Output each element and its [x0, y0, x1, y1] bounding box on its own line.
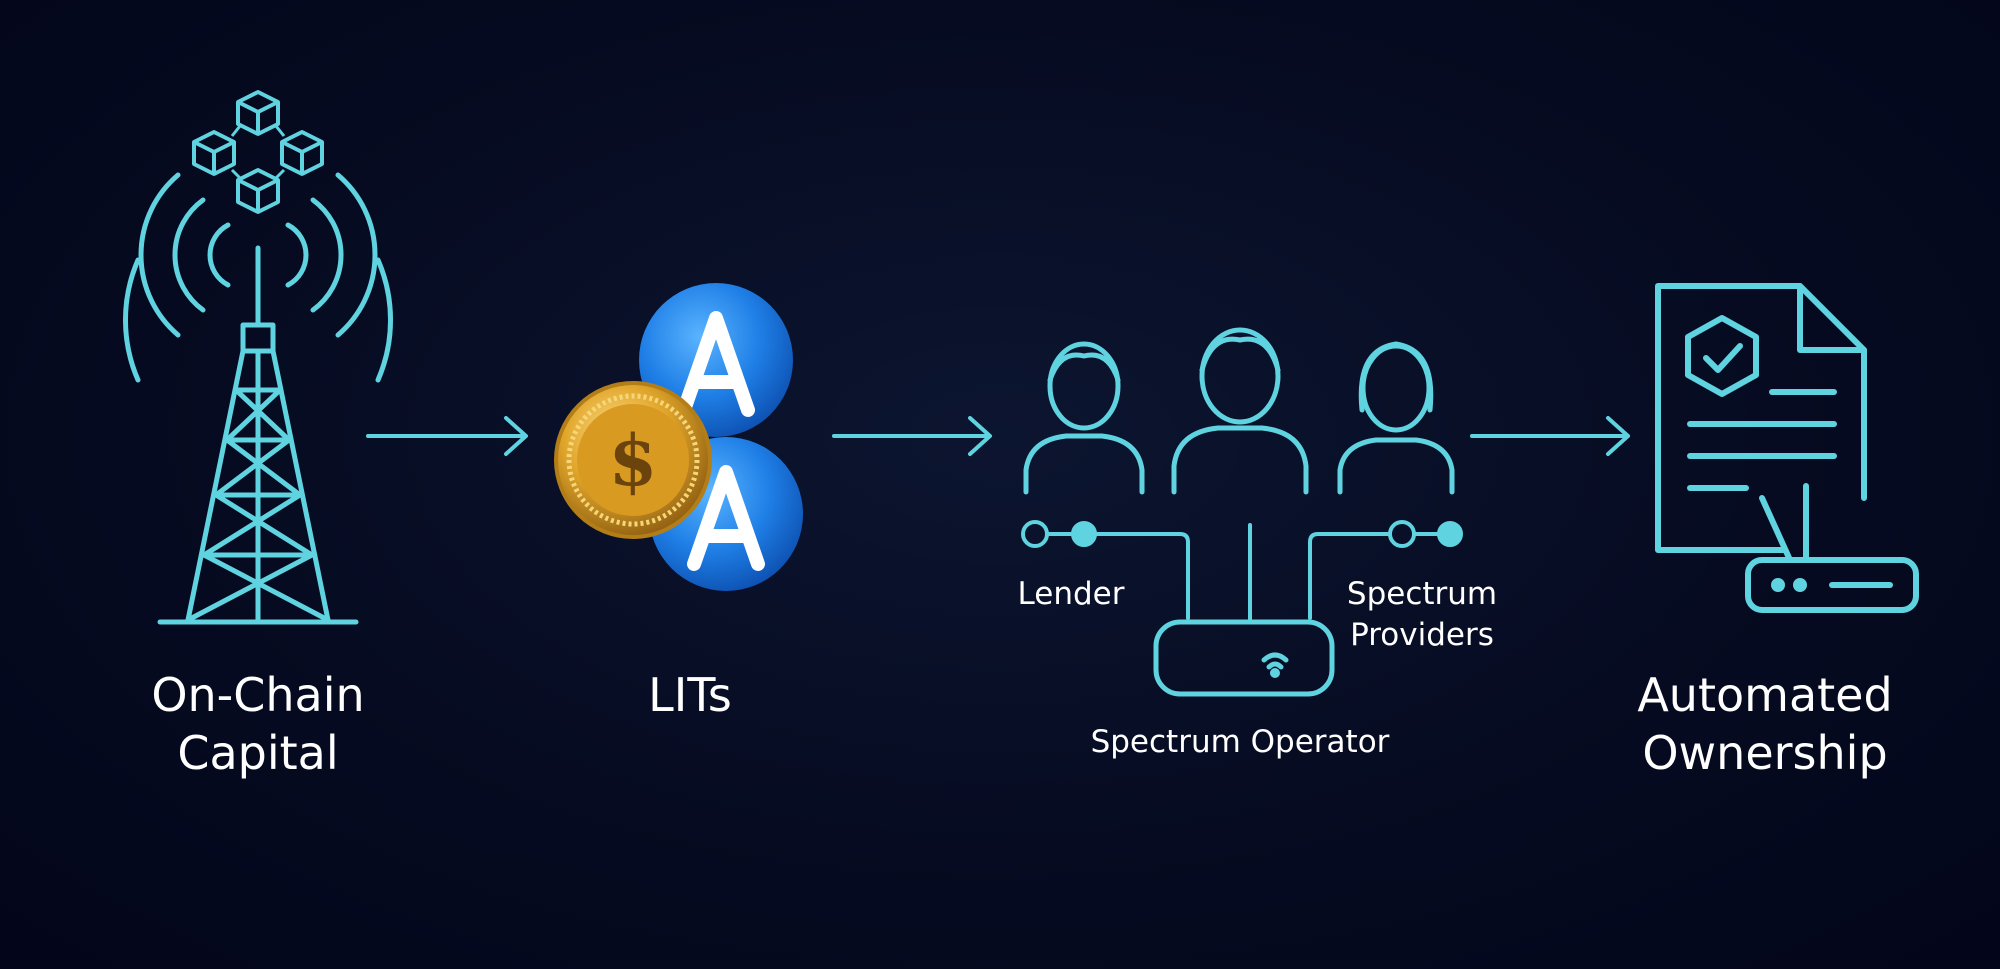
arrow-lits-to-operators — [832, 416, 992, 456]
certificate-document-icon — [1655, 283, 1919, 613]
network-connections — [1021, 520, 1463, 624]
capital-label-line1: On-Chain — [151, 668, 365, 722]
blockchain-cubes-icon — [192, 90, 324, 214]
lender-label: Lender — [1017, 576, 1125, 612]
lits-label: LITs — [648, 668, 732, 722]
ownership-label-line2: Ownership — [1642, 726, 1888, 780]
arrow-capital-to-lits — [366, 416, 528, 456]
capital-label: On-Chain Capital — [108, 666, 408, 782]
spectrum-providers-label: Spectrum Providers — [1322, 574, 1522, 656]
capital-label-line2: Capital — [177, 726, 339, 780]
ownership-label-line1: Automated — [1637, 668, 1893, 722]
router-icon — [1153, 619, 1335, 697]
providers-label-line1: Spectrum — [1346, 576, 1498, 612]
spectrum-operator-label: Spectrum Operator — [1090, 724, 1390, 760]
coin-icon: $ — [554, 381, 712, 539]
svg-text:$: $ — [609, 419, 658, 502]
people-icon — [1023, 327, 1455, 495]
ownership-label: Automated Ownership — [1600, 666, 1930, 782]
arrow-operators-to-ownership — [1470, 416, 1630, 456]
cell-tower-icon — [123, 172, 393, 625]
providers-label-line2: Providers — [1350, 617, 1494, 653]
